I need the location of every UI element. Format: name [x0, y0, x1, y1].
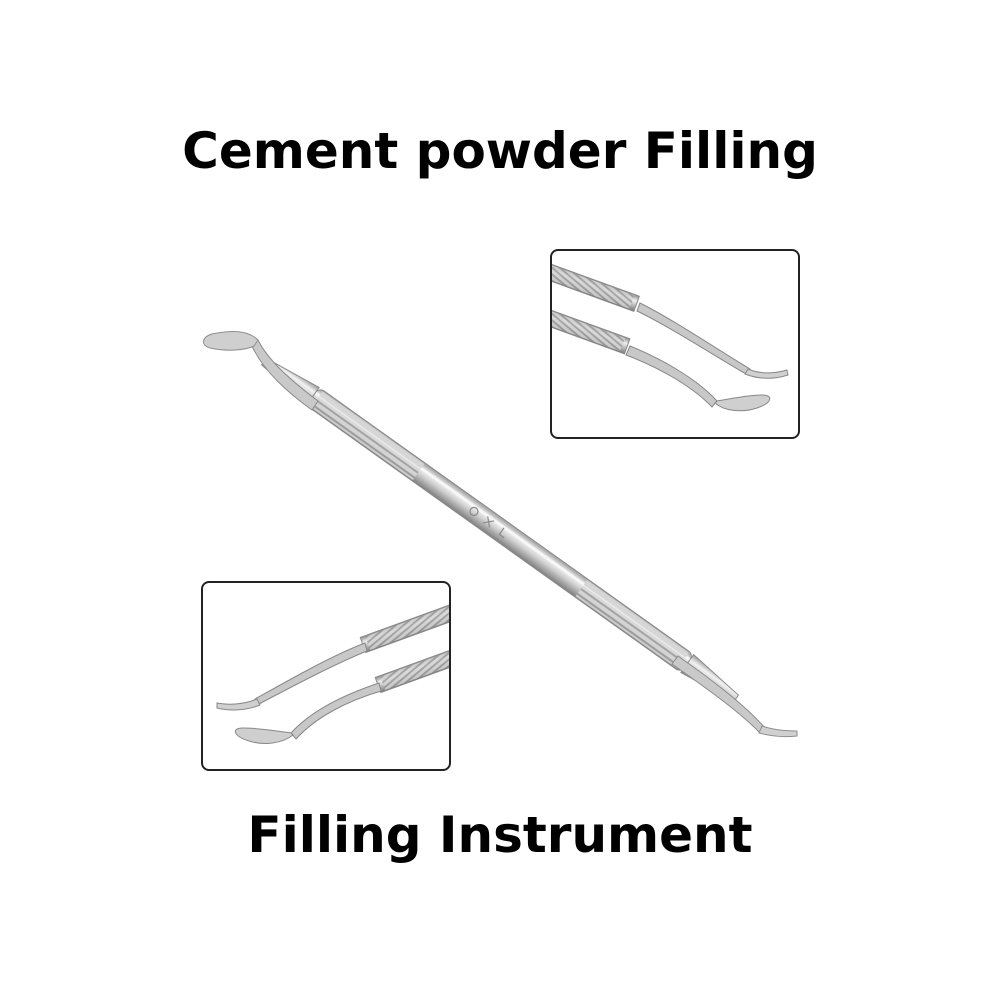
- tips-closeup-image: [216, 602, 449, 744]
- heading-bottom: Filling Instrument: [247, 806, 753, 864]
- closeup-inset-top: [550, 249, 800, 439]
- upper-neck: [251, 339, 319, 411]
- condenser-tip: [758, 725, 798, 738]
- paddle-tip: [203, 331, 259, 351]
- engraving-mark: [469, 506, 505, 539]
- grip-knurl-right: [575, 579, 689, 669]
- lower-neck: [671, 655, 766, 734]
- closeup-inset-bottom: [201, 581, 451, 771]
- heading-top: Cement powder Filling: [182, 122, 818, 180]
- tips-closeup-image: [552, 261, 789, 412]
- grip-knurl-left: [311, 391, 425, 481]
